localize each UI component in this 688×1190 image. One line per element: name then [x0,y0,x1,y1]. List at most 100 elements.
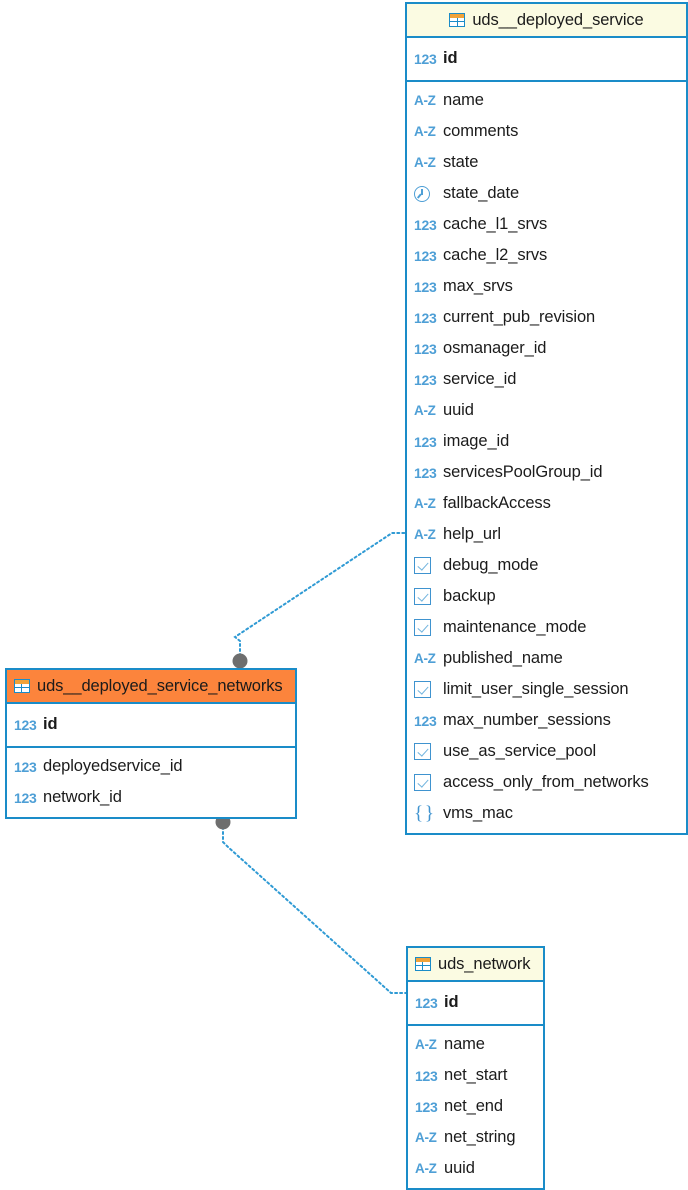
numeric-type-icon: 123 [414,247,437,264]
numeric-type-icon: 123 [414,309,437,326]
table-row[interactable]: 123 cache_l1_srvs [407,209,686,240]
table-row[interactable]: debug_mode [407,550,686,581]
table-header[interactable]: uds__deployed_service_networks [7,670,295,704]
table-row[interactable]: 123 max_number_sessions [407,705,686,736]
table-row[interactable]: maintenance_mode [407,612,686,643]
field-name: servicesPoolGroup_id [443,463,603,481]
primary-key-section: 123 id [407,38,686,82]
checkbox-icon [414,619,436,636]
table-row-primary-key[interactable]: 123 id [408,987,543,1018]
table-title: uds_network [438,954,531,973]
er-table-uds--deployed-service[interactable]: uds__deployed_service 123 id A-Z name A-Z… [405,2,688,835]
table-row[interactable]: A-Z uuid [407,395,686,426]
checkbox-icon [414,774,436,791]
er-table-uds--deployed-service-networks[interactable]: uds__deployed_service_networks 123 id 12… [5,668,297,819]
field-name: cache_l1_srvs [443,215,548,233]
table-row[interactable]: 123 image_id [407,426,686,457]
numeric-type-icon: 123 [414,433,437,450]
table-grid-icon [449,13,466,27]
field-name: deployedservice_id [43,757,183,775]
field-name: uuid [443,401,474,419]
field-name: cache_l2_srvs [443,246,548,264]
checkbox-icon [414,743,436,760]
field-name: current_pub_revision [443,308,596,326]
table-row[interactable]: A-Z name [407,85,686,116]
field-name: max_srvs [443,277,513,295]
field-name: published_name [443,649,563,667]
field-name: osmanager_id [443,339,547,357]
table-row-primary-key[interactable]: 123 id [407,43,686,74]
checkbox-icon [414,681,436,698]
table-title: uds__deployed_service_networks [37,676,283,695]
field-name: maintenance_mode [443,618,587,636]
numeric-type-icon: 123 [414,278,437,295]
numeric-type-icon: 123 [414,712,437,729]
numeric-type-icon: 123 [414,340,437,357]
table-row-primary-key[interactable]: 123 id [7,709,295,740]
table-row[interactable]: use_as_service_pool [407,736,686,767]
string-type-icon: A-Z [414,526,436,542]
table-row[interactable]: 123 max_srvs [407,271,686,302]
relationship-endpoint-deployedservice-fk [232,653,248,669]
string-type-icon: A-Z [414,92,436,108]
checkbox-icon [414,557,436,574]
table-row[interactable]: A-Z net_string [408,1122,543,1153]
table-row[interactable]: limit_user_single_session [407,674,686,705]
numeric-type-icon: 123 [414,216,437,233]
field-name: id [443,49,458,67]
field-name: id [444,993,459,1011]
clock-icon [414,185,436,202]
field-name: use_as_service_pool [443,742,597,760]
field-name: backup [443,587,496,605]
table-row[interactable]: access_only_from_networks [407,767,686,798]
table-row[interactable]: state_date [407,178,686,209]
field-name: max_number_sessions [443,711,611,729]
field-name: net_string [444,1128,516,1146]
relationship-line-network-fk [222,821,407,994]
string-type-icon: A-Z [415,1129,437,1145]
table-grid-icon [14,679,30,693]
numeric-type-icon: 123 [414,50,437,67]
field-name: name [443,91,484,109]
table-row[interactable]: 123 net_start [408,1060,543,1091]
field-name: debug_mode [443,556,539,574]
table-header[interactable]: uds__deployed_service [407,4,686,38]
numeric-type-icon: 123 [415,1067,438,1084]
field-name: network_id [43,788,122,806]
numeric-type-icon: 123 [414,371,437,388]
field-name: net_start [444,1066,508,1084]
numeric-type-icon: 123 [14,716,37,733]
field-name: access_only_from_networks [443,773,649,791]
primary-key-section: 123 id [7,704,295,748]
primary-key-section: 123 id [408,982,543,1026]
table-header[interactable]: uds_network [408,948,543,982]
field-name: image_id [443,432,510,450]
table-row[interactable]: { }vms_mac [407,798,686,829]
table-row[interactable]: 123 cache_l2_srvs [407,240,686,271]
table-row[interactable]: 123 osmanager_id [407,333,686,364]
numeric-type-icon: 123 [415,994,438,1011]
table-row[interactable]: backup [407,581,686,612]
string-type-icon: A-Z [414,123,436,139]
string-type-icon: A-Z [414,154,436,170]
string-type-icon: A-Z [414,402,436,418]
relationship-line-deployedservice-fk [233,532,406,662]
field-name: fallbackAccess [443,494,551,512]
numeric-type-icon: 123 [415,1098,438,1115]
table-row[interactable]: 123 current_pub_revision [407,302,686,333]
